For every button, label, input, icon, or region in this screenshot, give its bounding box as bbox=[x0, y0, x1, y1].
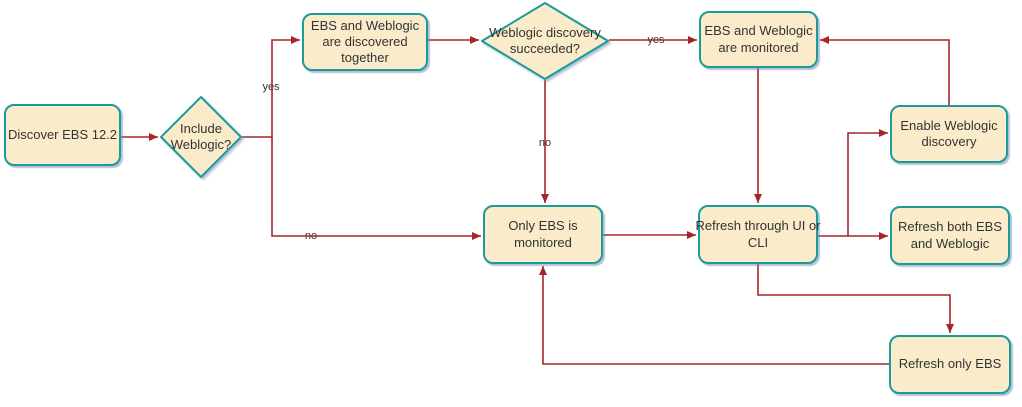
node-label: EBS and Weblogic are discovered together bbox=[310, 17, 420, 66]
node-label: EBS and Weblogic are monitored bbox=[704, 23, 813, 55]
node-ebs-weblogic-monitored: EBS and Weblogic are monitored bbox=[699, 11, 818, 68]
node-label: Refresh through UI or CLI bbox=[695, 218, 821, 250]
node-enable-weblogic-discovery: Enable Weblogic discovery bbox=[890, 105, 1008, 163]
node-only-ebs-monitored: Only EBS is monitored bbox=[483, 205, 603, 264]
diamond-shape bbox=[160, 96, 242, 178]
node-label: Refresh only EBS bbox=[898, 356, 1002, 372]
edge-refresh-only-to-only-ebs bbox=[539, 266, 889, 365]
node-refresh-ui-cli: Refresh through UI or CLI bbox=[696, 205, 821, 264]
diamond-shape bbox=[481, 2, 609, 80]
node-label: Discover EBS 12.2 bbox=[7, 126, 118, 142]
node-refresh-only-ebs: Refresh only EBS bbox=[889, 335, 1011, 394]
node-label: Enable Weblogic discovery bbox=[900, 117, 998, 149]
edge-include-yes-to-discovered bbox=[242, 36, 300, 138]
node-label: Only EBS is monitored bbox=[508, 218, 578, 250]
edge-refresh-ui-to-refresh-only bbox=[757, 264, 954, 333]
edge-path-layer bbox=[121, 36, 954, 365]
node-label: Refresh both EBS and Weblogic bbox=[897, 219, 1003, 251]
edge-refresh-ui-to-enable-discovery bbox=[847, 129, 888, 236]
edge-enable-discovery-to-monitored bbox=[820, 36, 950, 105]
node-label: Include Weblogic? bbox=[170, 120, 232, 152]
edge-include-no-to-only-ebs bbox=[271, 137, 481, 240]
node-label: Weblogic discovery succeeded? bbox=[489, 24, 601, 56]
node-discovery-succeeded: Weblogic discovery succeeded? bbox=[481, 2, 609, 80]
node-discover-ebs-122: Discover EBS 12.2 bbox=[4, 104, 121, 166]
node-include-weblogic: Include Weblogic? bbox=[160, 96, 242, 178]
node-refresh-both: Refresh both EBS and Weblogic bbox=[890, 206, 1010, 265]
node-discovered-together: EBS and Weblogic are discovered together bbox=[302, 13, 428, 71]
